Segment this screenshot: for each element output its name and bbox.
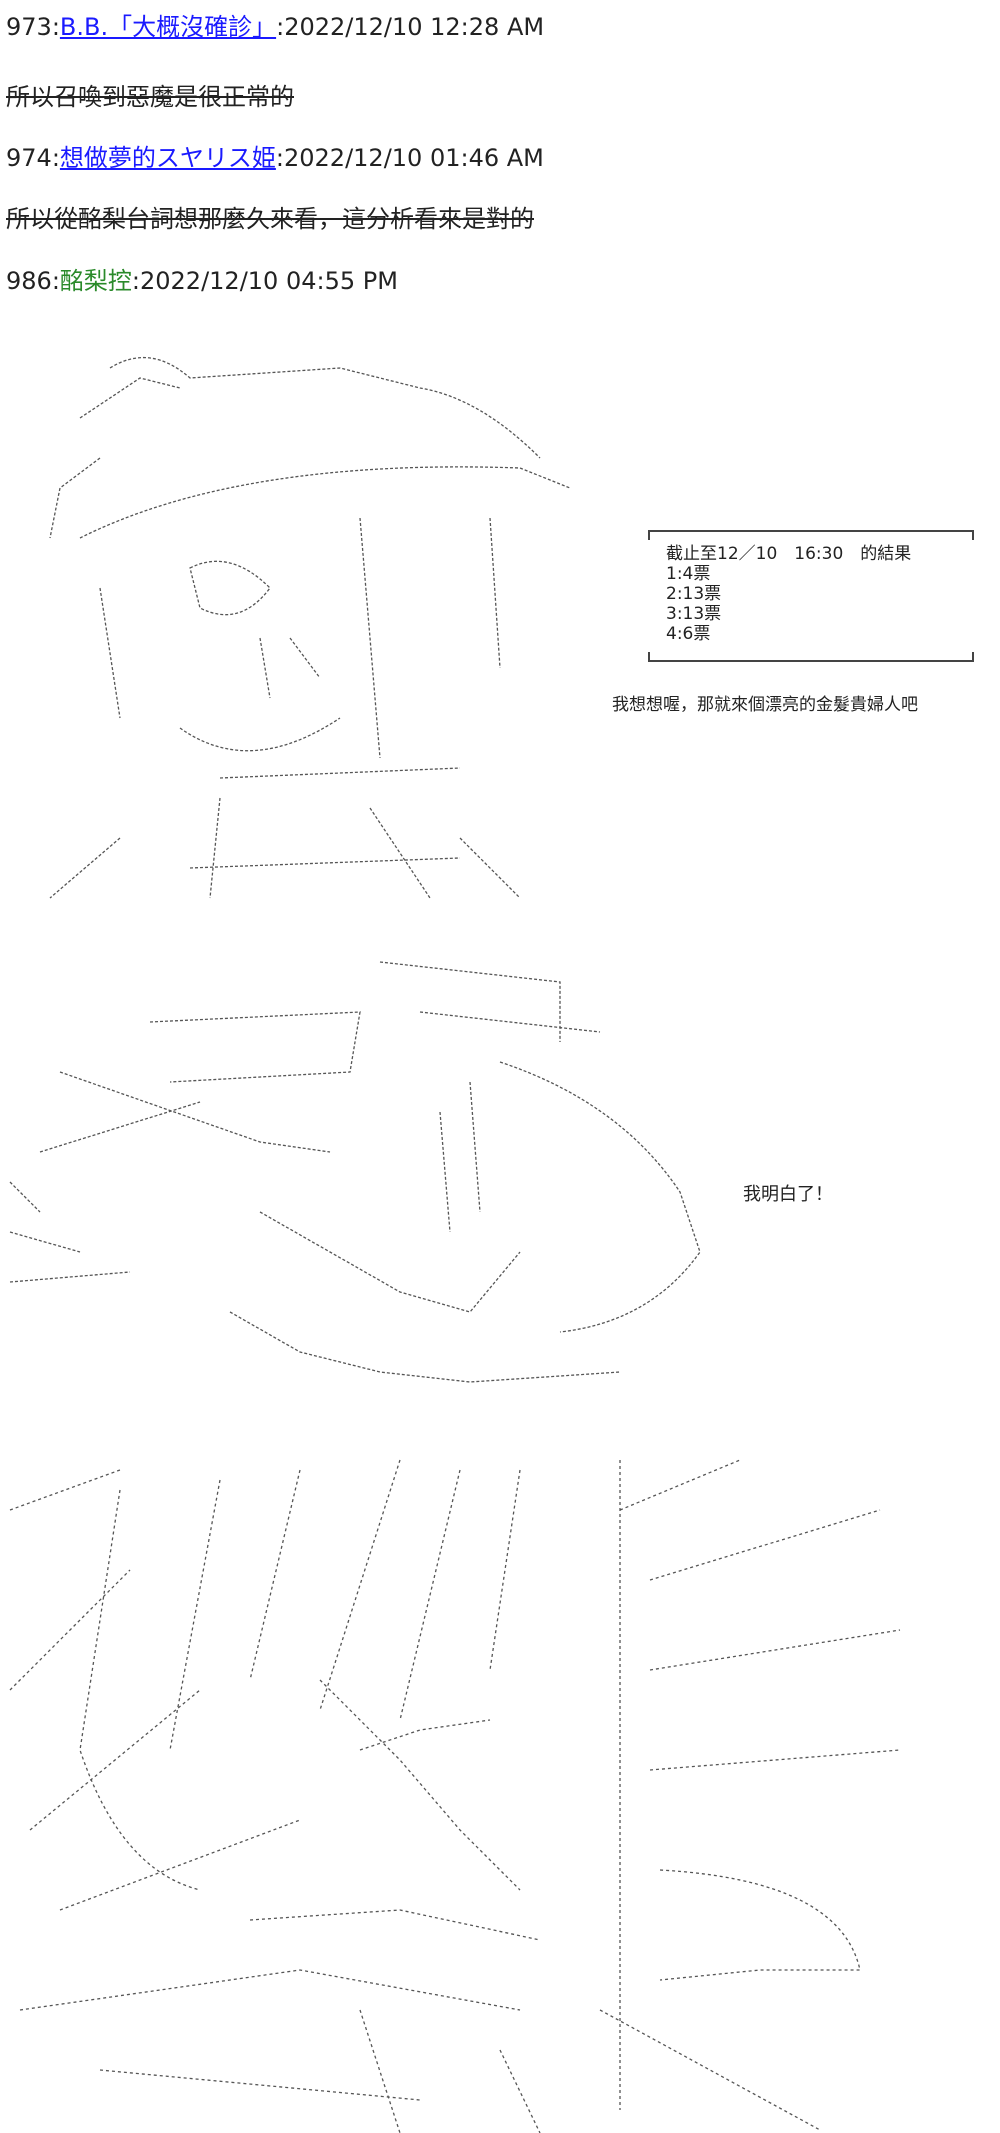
poster-name-link[interactable]: 想做夢的スヤリス姫 [59,144,276,172]
vote-result-1: 1:4票 [666,564,711,584]
post-content: 所以從酩梨台詞想那麼久來看，這分析看來是對的 [6,205,534,233]
post-number: 974 [6,144,52,172]
panel1-caption: 我想想喔，那就來個漂亮的金髮貴婦人吧 [612,695,918,715]
vote-results-title: 截止至12／10 16:30 的結果 [666,544,912,564]
poster-name: 酩梨控 [59,267,132,295]
post-content: 所以召喚到惡魔是很正常的 [6,83,294,111]
post-header-974: 974:想做夢的スヤリス姫:2022/12/10 01:46 AM [6,144,544,172]
ascii-art-closeup-panel [9,1459,901,2133]
post-header-973: 973:B.B.「大概沒確診」:2022/12/10 12:28 AM [6,13,545,41]
post-date: 2022/12/10 12:28 AM [284,13,545,41]
ascii-art-hand-panel [9,961,701,1383]
poster-name-link[interactable]: B.B.「大概沒確診」 [59,13,277,41]
post-header-986: 986:酩梨控:2022/12/10 04:55 PM [6,267,398,295]
vote-result-3: 3:13票 [666,604,722,624]
post-date: 2022/12/10 01:46 AM [284,144,544,172]
vote-results-box: 截止至12／10 16:30 的結果 1:4票 2:13票 3:13票 4:6票 [648,530,974,662]
post-date: 2022/12/10 04:55 PM [140,267,398,295]
panel2-caption: 我明白了！ [743,1184,833,1205]
post-number: 986 [6,267,52,295]
post-number: 973 [6,13,52,41]
ascii-art-girl-panel [49,356,571,899]
vote-result-2: 2:13票 [666,584,722,604]
vote-result-4: 4:6票 [666,624,711,644]
